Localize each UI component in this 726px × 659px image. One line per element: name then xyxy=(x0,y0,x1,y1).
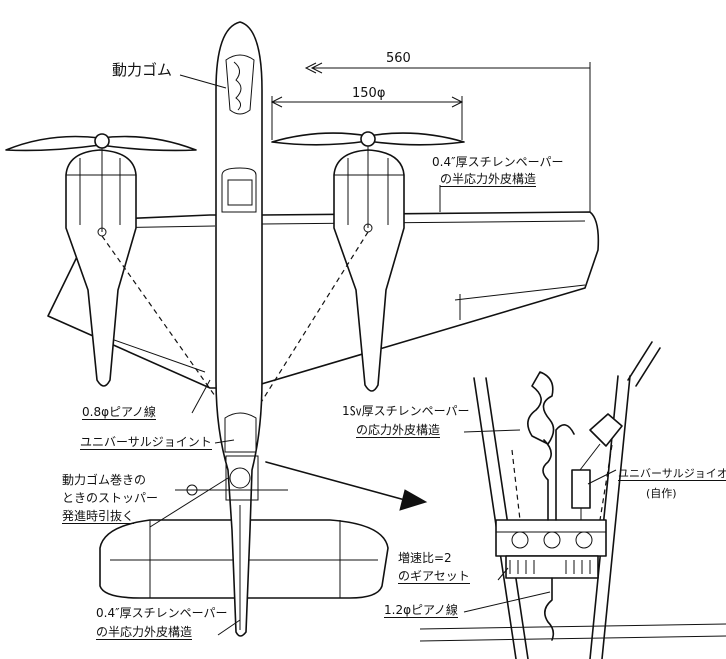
label-skin-top: 0.4″厚スチレンペーパー xyxy=(432,155,564,169)
label-stopper-3: 発進時引抜く xyxy=(62,509,135,524)
span-dimension xyxy=(304,62,591,215)
label-rubber-motor: 動力ゴム xyxy=(112,61,173,79)
label-piano-wire-08: 0.8φピアノ線 xyxy=(82,405,156,420)
label-skin-bottom: 0.4″厚スチレンペーパー xyxy=(96,606,228,620)
label-skin-bottom-2: の半応力外皮構造 xyxy=(96,625,193,640)
label-uj-detail-note: (自作) xyxy=(646,487,677,500)
left-propeller xyxy=(5,133,197,232)
label-universal-joint: ユニバーサルジョイント xyxy=(80,435,212,450)
detail-view xyxy=(419,341,726,659)
prop-diameter-dimension xyxy=(270,96,464,140)
label-stopper-1: 動力ゴム巻きの xyxy=(62,473,147,487)
label-skin-top-2: の半応力外皮構造 xyxy=(440,172,537,187)
label-span-dimension: 560 xyxy=(386,51,411,66)
right-propeller xyxy=(271,131,465,228)
label-uj-detail: ユニバーサルジョイオ xyxy=(618,467,726,481)
label-gear-ratio: 増速比=2 xyxy=(398,551,452,565)
label-skin-1mm-2: の応力外皮構造 xyxy=(356,423,441,438)
label-skin-1mm: 1㏜厚スチレンペーパー xyxy=(342,404,470,418)
fuselage xyxy=(175,21,288,637)
label-piano-wire-12: 1.2φピアノ線 xyxy=(384,603,458,618)
leader-lines xyxy=(149,74,617,636)
right-nacelle xyxy=(333,149,405,392)
label-gear-set: のギアセット xyxy=(398,569,470,584)
detail-arrow xyxy=(265,461,428,511)
label-prop-dimension: 150φ xyxy=(352,86,386,101)
drive-wire-lines xyxy=(101,231,369,421)
label-stopper-2: ときのストッパー xyxy=(62,491,159,505)
main-wing xyxy=(47,211,600,389)
left-nacelle xyxy=(65,149,137,387)
